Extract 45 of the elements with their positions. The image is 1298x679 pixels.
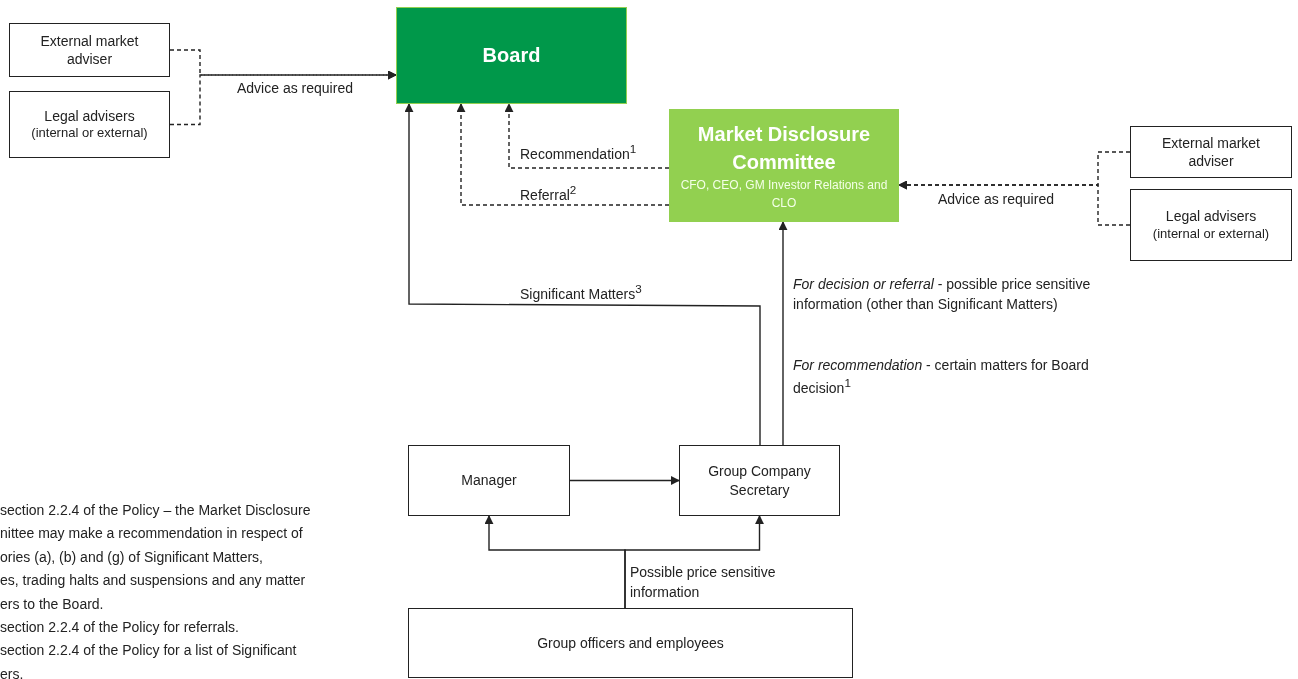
- footnote-text: section 2.2.4 of the Policy – the Market Disclosure: [0, 501, 312, 520]
- edge-label: Possible price sensitive information: [630, 563, 777, 603]
- footnote-text: section 2.2.4 of the Policy for a list of Significant: [0, 641, 298, 661]
- edge-label: Advice as required: [237, 79, 354, 98]
- process-box: [9, 23, 170, 77]
- box-subtitle: (internal or external): [1152, 225, 1270, 243]
- arrow: [624, 515, 764, 609]
- edge-label: Advice as required: [938, 190, 1055, 209]
- box-title: External market adviser: [39, 31, 140, 69]
- footnote-text: ories (a), (b) and (g) of Significant Matters,: [0, 547, 264, 567]
- box-title: Group officers and employees: [537, 633, 724, 653]
- footnote-text: ers.: [0, 664, 25, 679]
- box-title: Market Disclosure Committee: [696, 121, 872, 175]
- arrow: [404, 103, 761, 446]
- board-box: [396, 7, 627, 104]
- process-box: [408, 445, 570, 516]
- edge-label: Significant Matters$^{3}$: [520, 281, 643, 304]
- arrow: [898, 180, 1131, 226]
- box-title: Manager: [461, 471, 517, 490]
- committee-box: [669, 109, 899, 222]
- process-box: [9, 91, 170, 158]
- footnote-text: section 2.2.4 of the Policy for referrals.: [0, 618, 240, 637]
- box-subtitle: (internal or external): [31, 125, 148, 143]
- process-box: [408, 608, 853, 678]
- box-title: Group Company Secretary: [707, 462, 812, 499]
- box-title: Board: [482, 44, 541, 67]
- process-box: [1130, 126, 1292, 178]
- box-title: Legal advisers: [1165, 207, 1257, 226]
- edge-label: Referral$^{2}$: [520, 182, 578, 205]
- box-title: Legal advisers: [44, 106, 135, 126]
- arrow: [569, 476, 680, 485]
- box-subtitle: CFO, CEO, GM Investor Relations and CLO: [679, 176, 889, 212]
- footnote-text: es, trading halts and suspensions and any matter: [0, 571, 307, 591]
- box-title: External market adviser: [1160, 133, 1261, 171]
- footnote-text: nittee may make a recommendation in respect of: [0, 524, 304, 544]
- arrow: [456, 103, 670, 206]
- footnote-text: ers to the Board.: [0, 594, 105, 614]
- process-box: [1130, 189, 1292, 261]
- arrow: [778, 221, 788, 446]
- edge-label: For decision or referral - possible price sensitive information (other than Significant Matters): [793, 275, 1092, 315]
- arrow: [504, 103, 670, 169]
- arrow: [169, 70, 397, 126]
- process-box: [679, 445, 840, 516]
- note-text: For recommendation - certain matters for Board decision$^{1}$: [793, 356, 1090, 398]
- edge-label: Recommendation$^{1}$: [520, 141, 638, 164]
